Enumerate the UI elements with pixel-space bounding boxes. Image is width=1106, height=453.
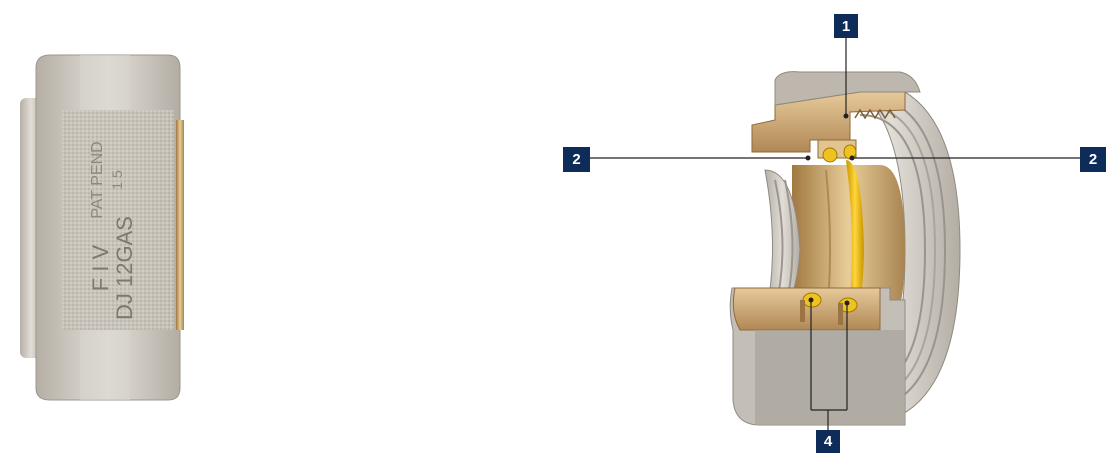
callout-4: 4 — [816, 430, 840, 453]
engraving-line-3: F I V — [88, 244, 113, 291]
engraving-line-4: DJ 12GAS — [112, 216, 137, 320]
engraving-line-1: PAT PEND — [89, 141, 106, 218]
leader-dot — [844, 300, 850, 306]
leader-dot — [849, 155, 855, 161]
callout-2-right: 2 — [1080, 147, 1106, 172]
leader-lines — [590, 37, 1080, 430]
leader-dot — [808, 297, 814, 303]
top-oring-left — [822, 147, 838, 163]
leader-dot — [843, 113, 849, 119]
cutaway-fitting — [729, 71, 961, 426]
nut-engraving-main: F I V DJ 12GAS — [88, 216, 137, 320]
top-threads — [854, 108, 896, 120]
engraving-line-2: 1 5 — [109, 170, 125, 190]
top-section-nickel — [774, 71, 921, 106]
bottom-shadow — [755, 330, 905, 425]
nickel-nut-side-view: PAT PEND 1 5 F I V DJ 12GAS — [20, 54, 184, 401]
bottom-groove — [800, 300, 805, 322]
leader-dot — [805, 155, 811, 161]
callout-1: 1 — [834, 14, 858, 38]
nut-knurl-panel — [62, 110, 174, 330]
nut-brass-edge — [176, 120, 184, 330]
leader-dots — [805, 113, 855, 306]
bottom-groove — [838, 303, 843, 325]
nut-engraving: PAT PEND 1 5 — [89, 141, 125, 218]
callout-2-left: 2 — [563, 147, 590, 172]
